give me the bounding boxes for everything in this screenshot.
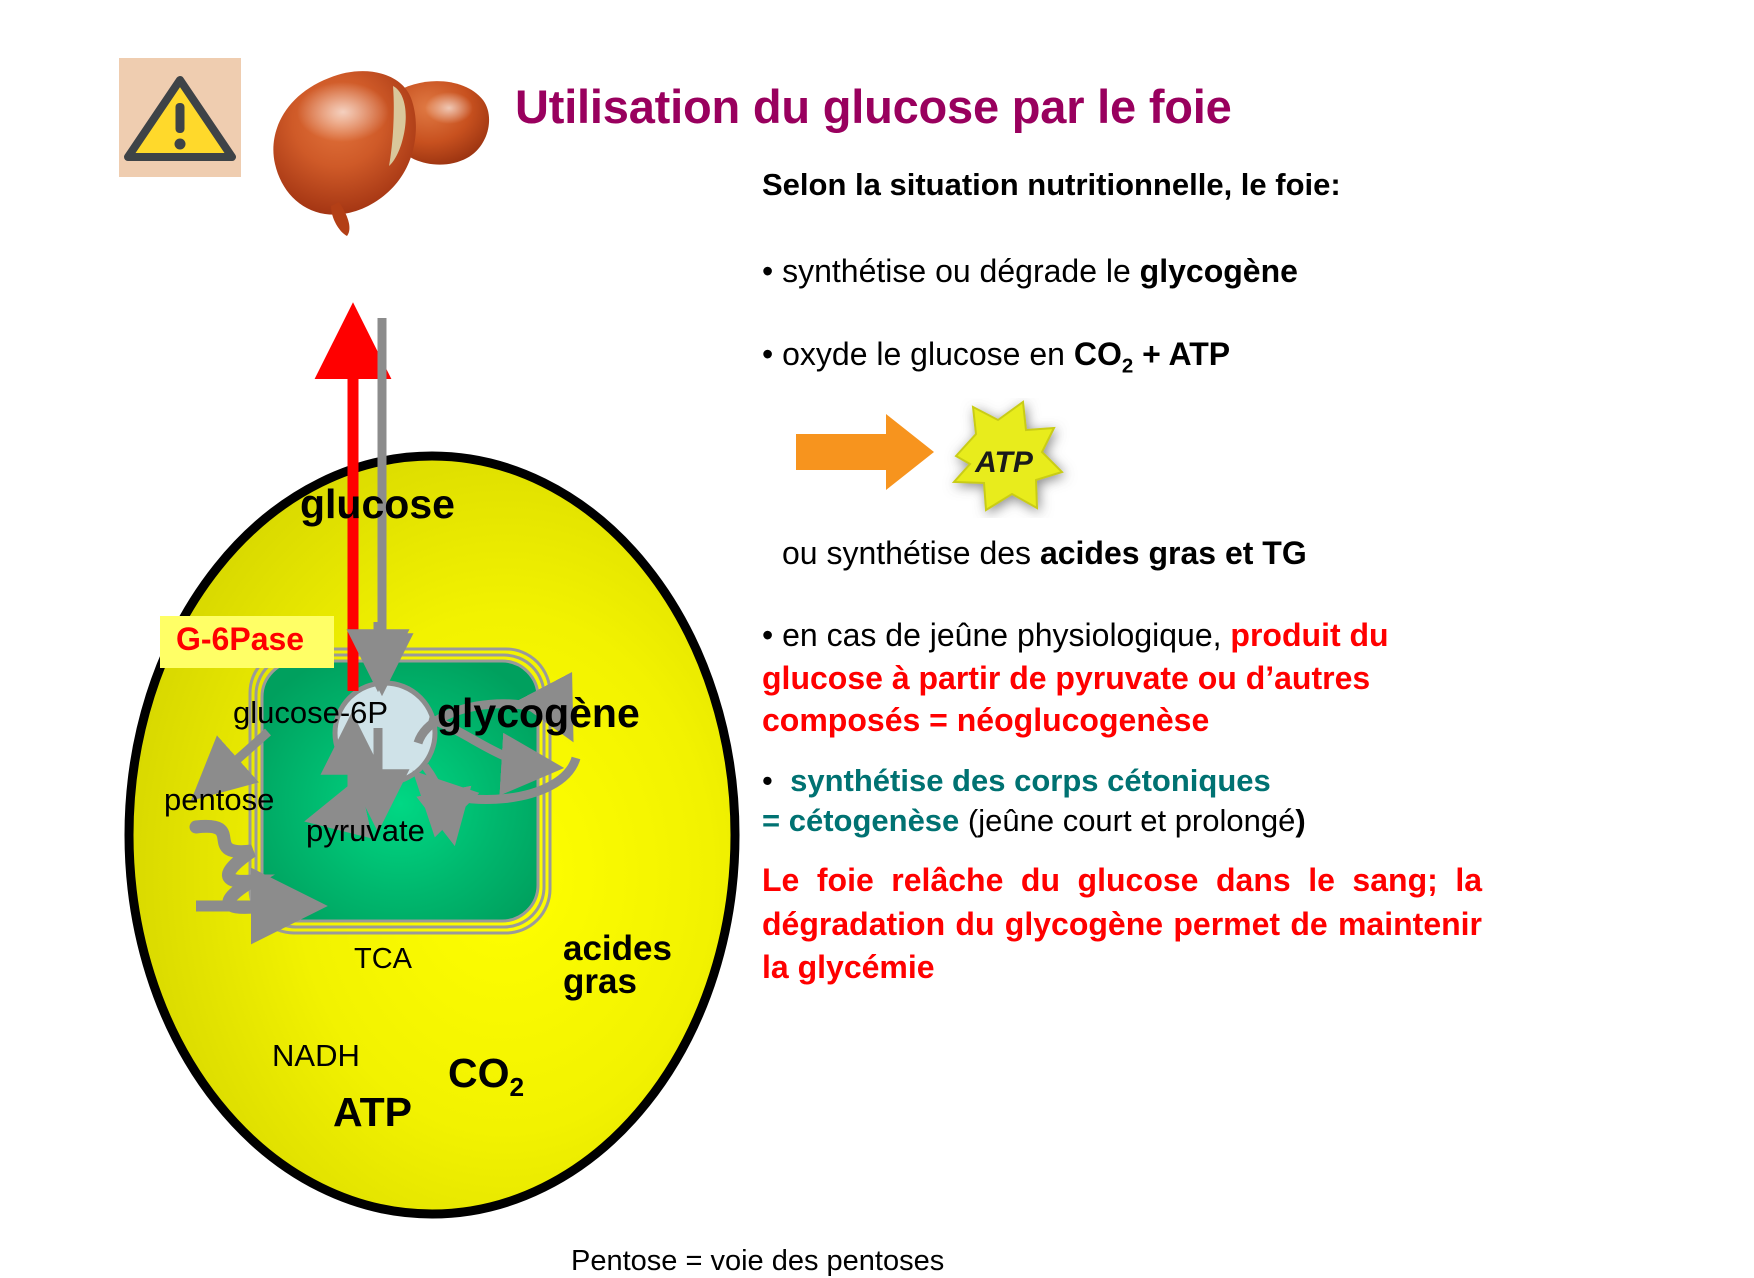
bullet-ceto-close-paren: ) (1295, 802, 1306, 838)
label-nadh: NADH (272, 1038, 360, 1073)
label-g6pase: G-6Pase (176, 621, 305, 657)
bullet-acides-gras: ou synthétise des acides gras et TG (782, 535, 1307, 572)
tca-to-nadh-arrow (304, 777, 373, 839)
tca-to-fattyacids-arrow (427, 714, 565, 796)
bullet-cetogenese: • synthétise des corps cétoniques = cétog… (762, 761, 1502, 840)
bullet-ceto-emph-b: = cétogenèse (762, 802, 960, 838)
atp-star-label: ATP (974, 446, 1034, 479)
bullet-oxydation: • oxyde le glucose en CO2 + ATP (762, 336, 1230, 378)
bullet-neo-emph: produit du glucose à partir de pyruvate … (762, 617, 1389, 739)
bullet-glycogene-emph: glycogène (1139, 253, 1298, 289)
label-glucose-6p: glucose-6P (233, 695, 389, 730)
metabolism-diagram: glucose G-6Pase glucose-6P glycogène pen… (0, 230, 944, 1277)
label-pyruvate: pyruvate (306, 813, 425, 848)
tca-to-co2-arrow (416, 763, 472, 847)
label-pentose: pentose (164, 782, 275, 817)
bullet-marker: • (762, 253, 774, 289)
label-co2: CO2 (448, 1050, 524, 1103)
label-glycogene: glycogène (437, 690, 640, 736)
glycogen-synthesis-arrow (413, 671, 574, 745)
bullet-glycogene-text: synthétise ou dégrade le (782, 253, 1140, 289)
label-tca: TCA (354, 943, 412, 975)
orange-arrow-icon (796, 414, 934, 490)
intro-heading: Selon la situation nutritionnelle, le fo… (762, 167, 1341, 202)
bullet-ceto-emph-a: synthétise des corps cétoniques (790, 763, 1271, 798)
label-atp: ATP (333, 1089, 412, 1135)
bullet-oxydation-text: oxyde le glucose en (782, 336, 1074, 372)
bullet-marker: • (762, 763, 773, 798)
bullet-marker: • (762, 617, 774, 653)
label-glucose: glucose (300, 481, 455, 527)
closing-statement: Le foie relâche du glucose dans le sang;… (762, 862, 1482, 986)
bullet-neo-text: en cas de jeûne physiologique, (782, 617, 1231, 653)
warning-badge (119, 58, 241, 177)
bullet-oxydation-atp: + ATP (1133, 336, 1231, 372)
bullet-acides-text: ou synthétise des (782, 535, 1040, 571)
diagram-caption: Pentose = voie des pentoses (571, 1245, 945, 1277)
bullet-neoglucogenese: • en cas de jeûne physiologique, produit… (762, 614, 1462, 742)
warning-triangle-icon (124, 76, 236, 161)
atp-burst-graphic: ATP (790, 398, 1210, 518)
liver-organ-illustration (243, 52, 491, 237)
bullet-ceto-text: (jeûne court et prolongé (959, 802, 1296, 838)
label-co2-main: CO (448, 1050, 510, 1096)
bullet-marker: • (762, 336, 774, 372)
g6pase-highlight-box (160, 616, 334, 668)
bullet-oxydation-co2: CO (1073, 336, 1122, 372)
label-co2-subscript: 2 (509, 1072, 525, 1103)
page-title: Utilisation du glucose par le foie (515, 80, 1232, 133)
bullet-oxydation-co2-subscript: 2 (1121, 354, 1134, 378)
bullet-glycogene: • synthétise ou dégrade le glycogène (762, 253, 1298, 290)
bullet-acides-emph: acides gras et TG (1039, 535, 1307, 571)
pentose-pathway-arrow (190, 728, 271, 801)
label-acides-line2: gras (563, 962, 637, 1002)
label-acides-line1: acides (563, 929, 672, 968)
atp-star-icon (951, 400, 1064, 512)
